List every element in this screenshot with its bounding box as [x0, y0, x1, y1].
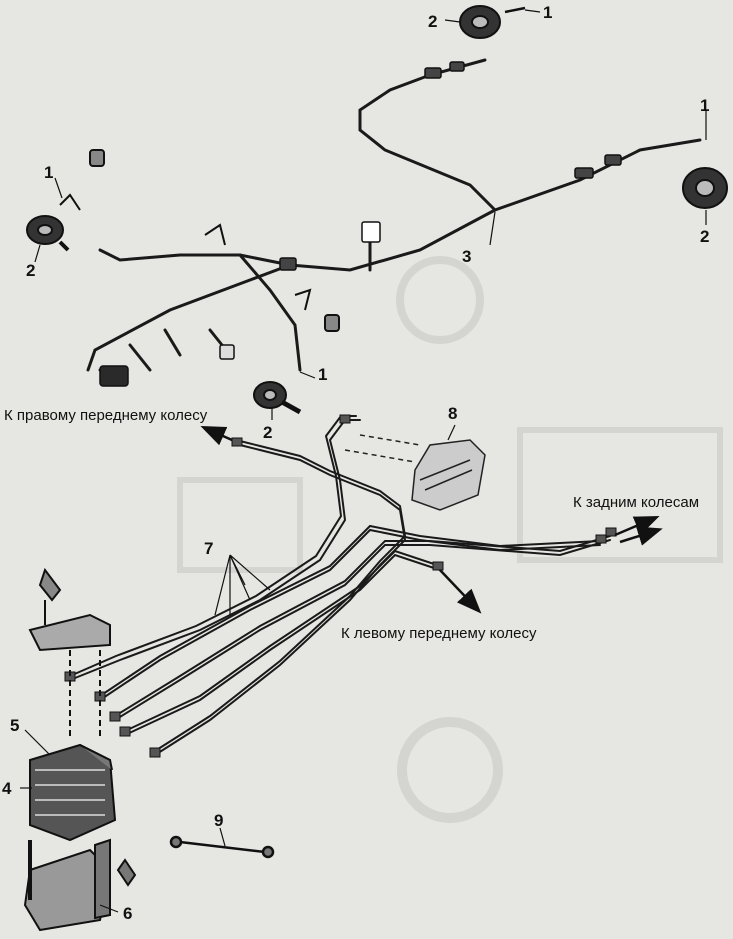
- callout-7: 7: [204, 539, 214, 558]
- callout-1-top: 1: [543, 3, 553, 22]
- caption-left-front-wheel: К левому переднему колесу: [341, 625, 537, 642]
- hydraulic-modulator: [28, 567, 117, 842]
- brake-lines: [69, 415, 611, 756]
- callout-4: 4: [2, 779, 12, 798]
- callout-6: 6: [123, 904, 133, 923]
- callout-2-right: 2: [700, 227, 710, 246]
- callout-5: 5: [10, 716, 20, 735]
- callout-2-center: 2: [263, 423, 273, 442]
- background-texture: [177, 256, 723, 823]
- ground-wire: [169, 835, 275, 859]
- callout-8: 8: [448, 404, 458, 423]
- mounting-bracket: [23, 838, 137, 932]
- wiring-harness: [86, 58, 702, 387]
- leader-lines: [20, 9, 707, 913]
- callout-1-right: 1: [700, 96, 710, 115]
- caption-rear-wheels: К задним колесам: [573, 494, 700, 511]
- callout-2-top: 2: [428, 12, 438, 31]
- wheel-sensors: [26, 5, 728, 415]
- callout-1-center: 1: [318, 365, 328, 384]
- caption-right-front-wheel: К правому переднему колесу: [4, 407, 208, 424]
- callout-3: 3: [462, 247, 472, 266]
- callout-2-left: 2: [26, 261, 36, 280]
- callout-1-left: 1: [44, 163, 54, 182]
- direction-arrows: [200, 425, 663, 614]
- harness-connectors: [99, 61, 622, 387]
- brake-fittings: [64, 414, 617, 758]
- control-unit: [344, 434, 486, 511]
- callout-9: 9: [214, 811, 224, 830]
